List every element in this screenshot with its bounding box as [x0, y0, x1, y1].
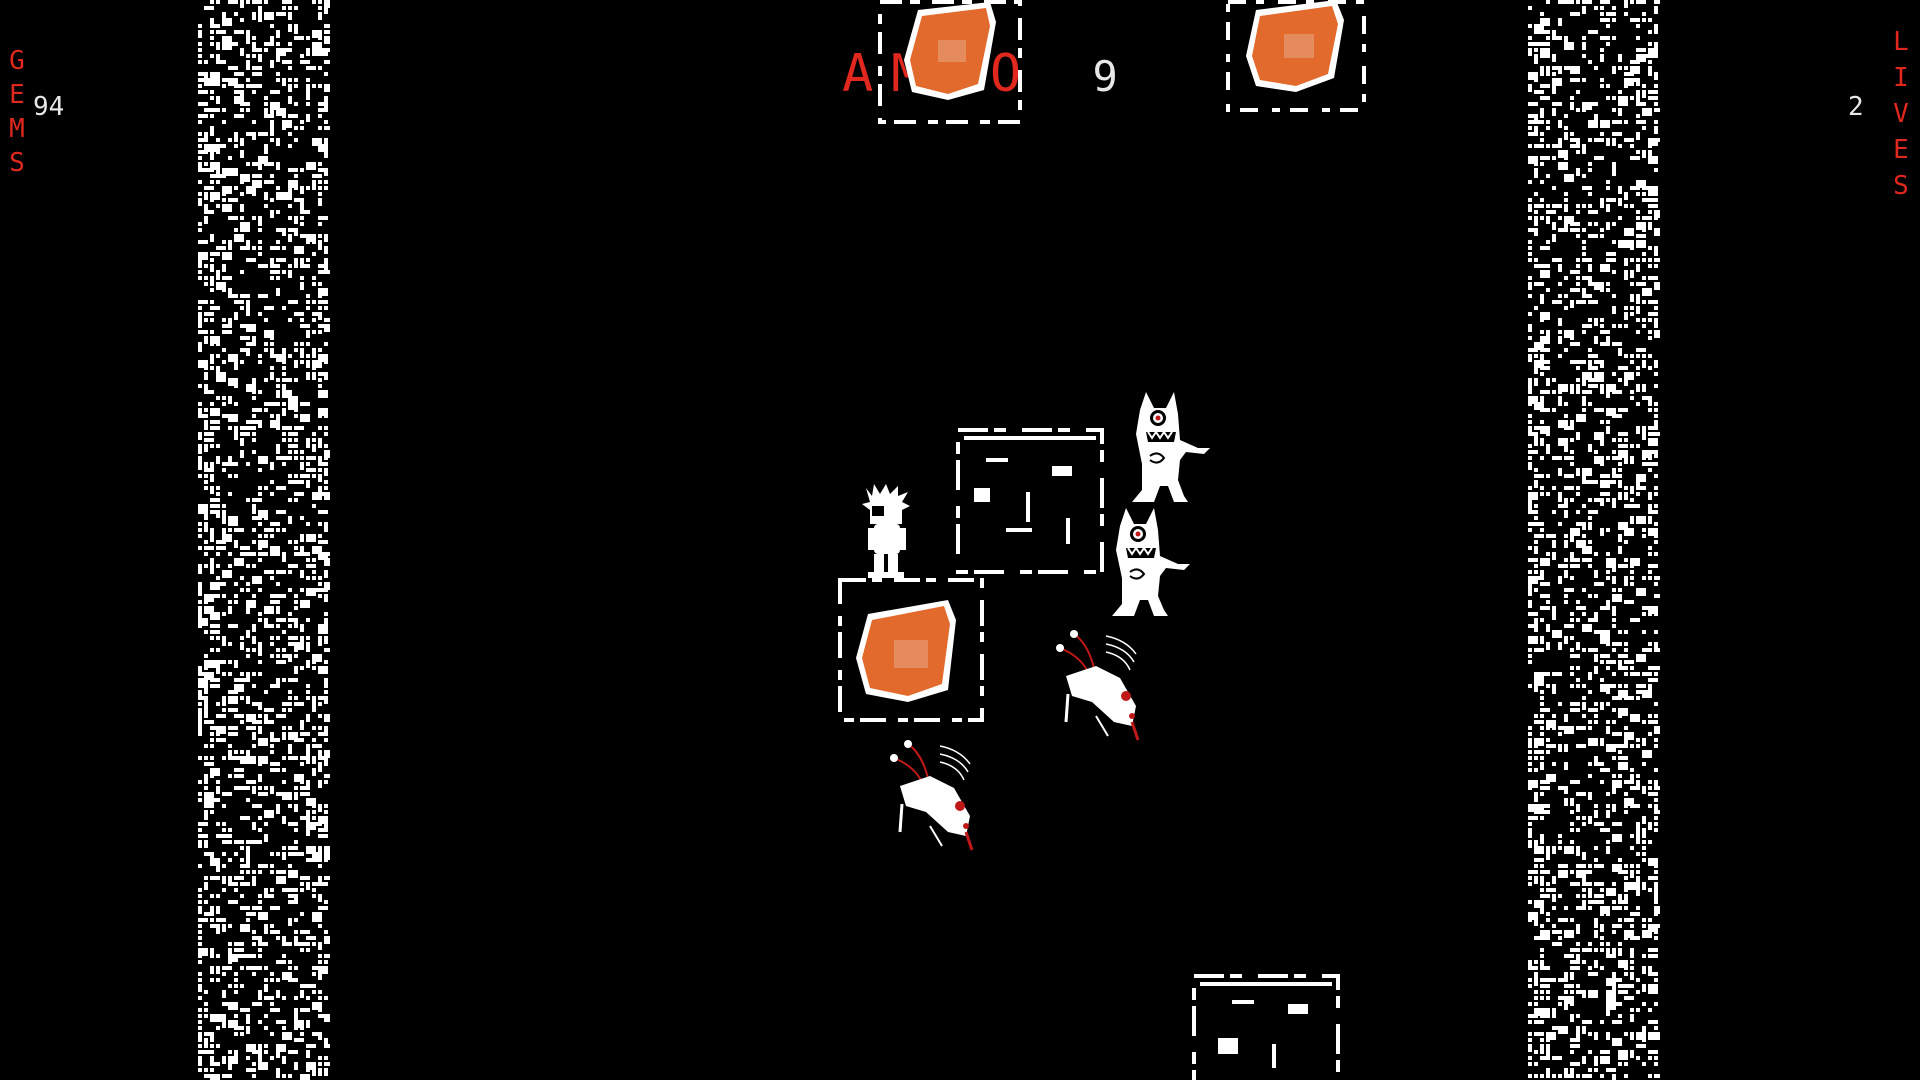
gems-label-letter: M: [9, 114, 25, 144]
gems-label: G E M S: [2, 44, 32, 180]
bloody-creature: [1056, 630, 1140, 741]
cyclops-monster: [1132, 392, 1210, 502]
lives-label-letter: E: [1893, 135, 1909, 165]
right-wall: [1528, 0, 1660, 1080]
gems-label-letter: E: [9, 80, 25, 110]
gem-block: [1226, 0, 1366, 112]
lives-label-letter: V: [1893, 99, 1909, 129]
gem-block: [838, 578, 984, 722]
stone-block: [956, 428, 1104, 574]
lives-label: L I V E S: [1886, 24, 1916, 204]
lives-count: 2: [1848, 92, 1864, 122]
gems-label-letter: G: [9, 46, 25, 76]
player-character: [862, 484, 910, 578]
lives-label-letter: S: [1893, 171, 1909, 201]
left-wall: [198, 0, 330, 1080]
ammo-count: 9: [1092, 52, 1118, 101]
lives-label-letter: I: [1893, 63, 1909, 93]
gem-block: [878, 0, 1022, 124]
lives-label-letter: L: [1893, 27, 1909, 57]
gems-label-letter: S: [9, 148, 25, 178]
gems-count: 94: [33, 92, 65, 122]
cyclops-monster: [1112, 508, 1190, 616]
stone-block: [1192, 974, 1340, 1080]
bloody-creature: [890, 740, 974, 851]
